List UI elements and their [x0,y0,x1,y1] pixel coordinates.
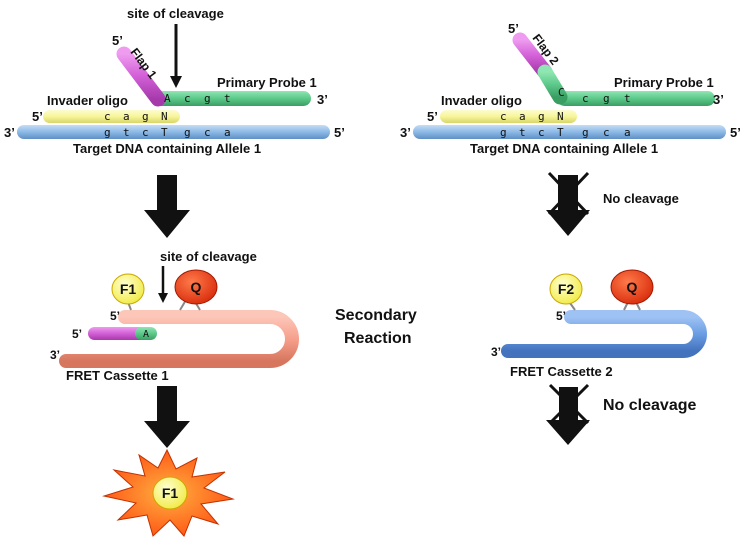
right-probe-base: c [582,92,589,105]
right-flap-green-segment [537,64,568,105]
fret-cassette-2: F2 Q 5’ 3’ FRET Cassette 2 [491,269,707,379]
right-primary-reaction: 5’ Flap 2 C Primary Probe 1 3’ c g t Inv… [400,21,741,156]
left-target-five-prime: 5’ [334,125,345,140]
right-target-base: c [603,126,610,139]
right-invader-five-prime: 5’ [427,109,438,124]
right-target-five-prime: 5’ [730,125,741,140]
right-invader-base: N [557,110,564,123]
cassette-1-label: FRET Cassette 1 [66,368,169,383]
secondary-reaction-label-line2: Reaction [344,330,412,347]
cassette-1-flap [88,327,148,340]
cassette-2-fluorophore [549,273,583,305]
left-target-base: T [161,126,168,139]
left-cleavage-label: site of cleavage [127,6,224,21]
left-cleavage-arrowhead-icon [170,76,182,88]
right-target-label: Target DNA containing Allele 1 [470,141,658,156]
left-arrow-down-icon [144,175,190,238]
secondary-reaction-label-line1: Secondary [335,307,417,324]
cassette-1-cleavage-arrowhead-icon [158,293,168,303]
right-no-cleavage-label-2: No cleavage [603,397,696,414]
left-target-dna-strand [17,125,330,139]
right-no-cleavage-label-1: No cleavage [603,191,679,206]
cassette-1-fluorophore [111,273,145,305]
left-invader-base: c [104,110,111,123]
cassette-2-hairpin [501,310,707,358]
right-target-dna-strand [413,125,726,139]
left-flap-1 [116,46,166,107]
right-invader-base: c [500,110,507,123]
right-probe-three-prime: 3’ [713,92,724,107]
right-invader-oligo [440,110,577,123]
left-invader-label: Invader oligo [47,93,128,108]
right-target-base: t [519,126,526,139]
right-blocked-arrow-icon [546,383,590,445]
left-target-label: Target DNA containing Allele 1 [73,141,261,156]
left-primary-reaction: 5’ Flap 1 site of cleavage Primary Probe… [4,6,345,156]
left-invader-oligo [43,110,180,123]
cassette-1-flap-five-prime: 5’ [72,327,82,341]
left-arrow-down-icon [144,386,190,448]
right-probe-label: Primary Probe 1 [614,75,714,90]
cassette-1-quencher [174,269,218,305]
cassette-2-quencher-label: Q [627,279,638,295]
left-probe-base: A [164,92,171,105]
cassette-2-three-prime: 3’ [491,345,501,359]
cassette-2-five-prime: 5’ [556,309,566,323]
right-target-base: T [557,126,564,139]
right-probe-base: g [603,92,610,105]
cassette-1-quencher-label: Q [191,279,202,295]
left-probe-three-prime: 3’ [317,92,328,107]
left-probe-base: g [204,92,211,105]
right-primary-probe [557,91,715,106]
right-target-three-prime: 3’ [400,125,411,140]
right-target-base: g [582,126,589,139]
right-blocked-arrow-icon [546,171,590,236]
left-target-three-prime: 3’ [4,125,15,140]
right-invader-base: g [538,110,545,123]
left-target-base: c [204,126,211,139]
left-target-base: a [224,126,231,139]
left-target-base: c [142,126,149,139]
left-target-base: g [104,126,111,139]
fret-cassette-1: F1 Q site of cleavage 5’ A 5’ 3’ FRET Ca… [50,249,299,383]
cassette-1-three-prime: 3’ [50,348,60,362]
right-flap-five-prime: 5’ [508,21,519,36]
released-fluorophore [152,476,188,510]
left-primary-probe [151,91,311,106]
left-invader-base: g [142,110,149,123]
released-fluorophore-label: F1 [162,485,179,501]
left-invader-base: N [161,110,168,123]
cassette-2-fluorophore-label: F2 [558,281,575,297]
right-invader-base: a [519,110,526,123]
left-target-base: t [123,126,130,139]
cassette-2-label: FRET Cassette 2 [510,364,613,379]
left-probe-base: t [224,92,231,105]
right-target-base: a [624,126,631,139]
cassette-1-flap-base-label: A [143,329,149,340]
cassette-1-hairpin [59,310,299,368]
released-fluorescence: F1 [102,448,235,537]
cassette-1-cleavage-label: site of cleavage [160,249,257,264]
left-probe-base: c [184,92,191,105]
cassette-1-five-prime: 5’ [110,309,120,323]
right-probe-base: t [624,92,631,105]
cassette-2-quencher [610,269,654,305]
right-target-base: c [538,126,545,139]
left-target-base: g [184,126,191,139]
right-target-base: g [500,126,507,139]
left-invader-five-prime: 5’ [32,109,43,124]
left-invader-base: a [123,110,130,123]
left-probe-label: Primary Probe 1 [217,75,317,90]
right-invader-label: Invader oligo [441,93,522,108]
cassette-1-fluorophore-label: F1 [120,281,137,297]
right-probe-first-base: C [558,86,565,99]
left-flap-five-prime: 5’ [112,33,123,48]
cassette-1-flap-base [135,327,157,340]
